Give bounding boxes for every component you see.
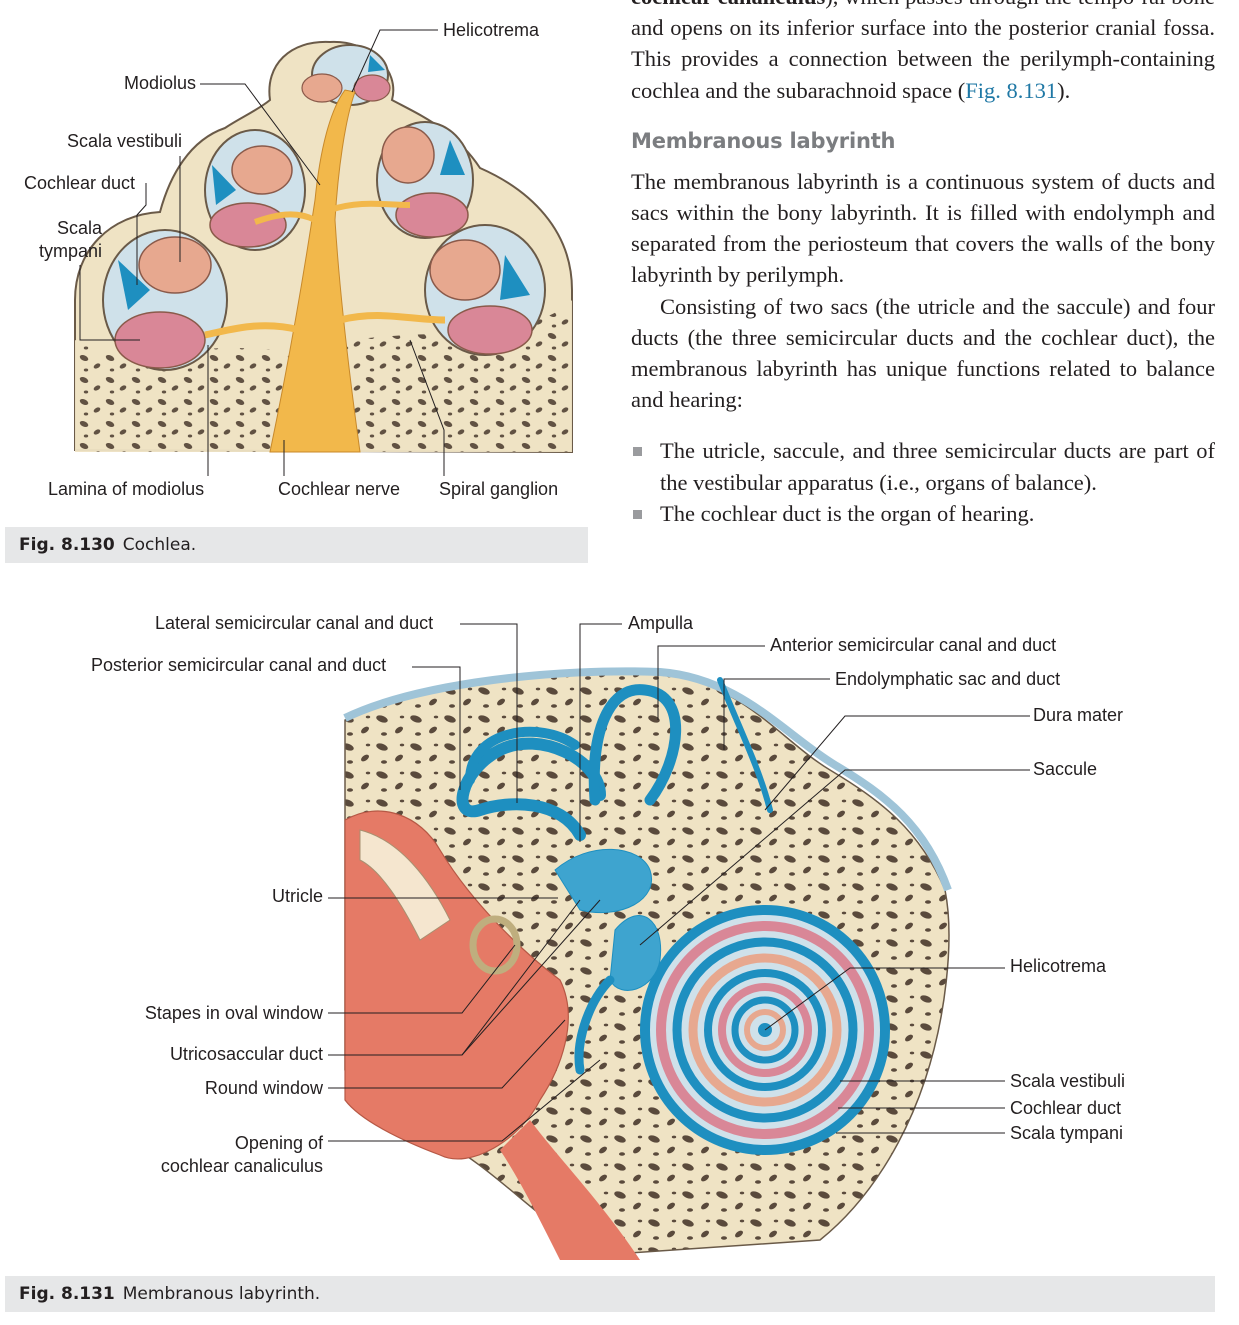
bullet-square-icon bbox=[633, 447, 642, 457]
label-scala-vestibuli-top: Scala vestibuli bbox=[66, 131, 182, 151]
continuation-paragraph: cochlear canaliculus), which passes thro… bbox=[631, 0, 1215, 106]
label-utricosaccular-duct: Utricosaccular duct bbox=[169, 1044, 323, 1064]
label-cochlear-duct-top: Cochlear duct bbox=[24, 173, 136, 193]
continuation-text: ), which passes through the tempo-ral bo… bbox=[631, 0, 1215, 103]
cochlear-nerve-shape bbox=[269, 89, 361, 453]
paragraph-1: The membranous labyrinth is a continuous… bbox=[631, 168, 1215, 288]
label-utricle: Utricle bbox=[271, 886, 323, 906]
bullet-text: The utricle, saccule, and three semicirc… bbox=[660, 438, 1215, 495]
cochlea-turns bbox=[102, 44, 546, 371]
label-saccule: Saccule bbox=[1033, 759, 1098, 779]
membranous-labyrinth-illustration bbox=[328, 623, 1030, 1260]
fig130-leader-lines bbox=[79, 29, 445, 476]
section-heading: Membranous labyrinth bbox=[631, 128, 896, 153]
label-cochlear-duct-bottom: Cochlear duct bbox=[1010, 1098, 1122, 1118]
label-cochlear-nerve: Cochlear nerve bbox=[278, 479, 401, 499]
caption-title: Cochlea. bbox=[122, 535, 197, 555]
fig131-leader-lines bbox=[328, 623, 1030, 1142]
caption-fig-8-130: Fig. 8.130 Cochlea. bbox=[5, 527, 588, 563]
label-lamina-of-modiolus: Lamina of modiolus bbox=[48, 479, 205, 499]
body-text-column: cochlear canaliculus), which passes thro… bbox=[631, 0, 1215, 529]
bullet-item: The cochlear duct is the organ of hearin… bbox=[631, 498, 1215, 529]
caption-title: Membranous labyrinth. bbox=[122, 1284, 321, 1304]
label-lateral-semicircular-canal: Lateral semicircular canal and duct bbox=[155, 613, 434, 633]
label-scala-tympani-line2: tympani bbox=[38, 241, 102, 261]
label-dura-mater: Dura mater bbox=[1033, 705, 1124, 725]
caption-number: Fig. 8.130 bbox=[19, 535, 115, 555]
label-scala-vestibuli-bottom: Scala vestibuli bbox=[1010, 1071, 1126, 1091]
label-opening-line2: cochlear canaliculus bbox=[160, 1156, 323, 1176]
label-endolymphatic-sac: Endolymphatic sac and duct bbox=[835, 669, 1061, 689]
label-helicotrema-bottom: Helicotrema bbox=[1010, 956, 1107, 976]
label-scala-tympani-bottom: Scala tympani bbox=[1010, 1123, 1124, 1143]
semicircular-ducts bbox=[456, 677, 773, 1075]
label-helicotrema-top: Helicotrema bbox=[443, 20, 540, 40]
bullet-text: The cochlear duct is the organ of hearin… bbox=[660, 500, 1035, 526]
bullet-square-icon bbox=[633, 509, 642, 519]
label-ampulla: Ampulla bbox=[628, 613, 694, 633]
caption-fig-8-131: Fig. 8.131 Membranous labyrinth. bbox=[5, 1276, 1215, 1312]
xref-fig-8-131[interactable]: Fig. 8.131 bbox=[965, 77, 1058, 103]
label-spiral-ganglion: Spiral ganglion bbox=[439, 479, 559, 499]
label-opening-line1: Opening of bbox=[234, 1133, 323, 1153]
label-anterior-semicircular-canal: Anterior semicircular canal and duct bbox=[770, 635, 1057, 655]
label-round-window: Round window bbox=[204, 1078, 323, 1098]
bullet-list: The utricle, saccule, and three semicirc… bbox=[631, 435, 1215, 529]
caption-number: Fig. 8.131 bbox=[19, 1284, 115, 1304]
label-scala-tympani-line1: Scala bbox=[56, 218, 102, 238]
label-modiolus: Modiolus bbox=[123, 73, 196, 93]
continuation-end: ). bbox=[1057, 77, 1071, 103]
label-stapes: Stapes in oval window bbox=[144, 1003, 323, 1023]
term-cochlear-canaliculus: cochlear canaliculus bbox=[631, 0, 825, 9]
paragraph-2: Consisting of two sacs (the utricle and … bbox=[631, 293, 1215, 413]
label-posterior-semicircular-canal: Posterior semicircular canal and duct bbox=[91, 655, 387, 675]
cochlea-illustration bbox=[74, 29, 573, 476]
bullet-item: The utricle, saccule, and three semicirc… bbox=[631, 435, 1215, 497]
